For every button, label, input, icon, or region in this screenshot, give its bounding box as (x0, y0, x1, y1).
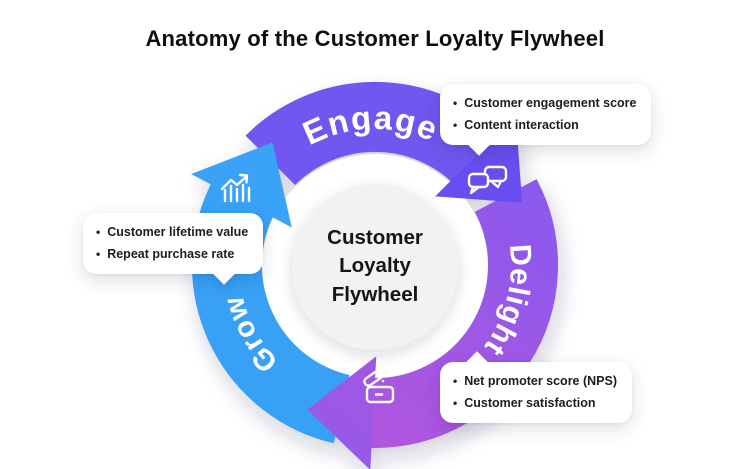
hub-label: Customer Loyalty Flywheel (295, 224, 455, 309)
bullet-icon: • (453, 374, 458, 388)
chart-increase-icon (220, 173, 251, 203)
bullet-icon: • (453, 118, 458, 132)
bullet-icon: • (453, 396, 458, 410)
callout-item-text: Customer lifetime value (107, 225, 249, 239)
callout-item-text: Customer satisfaction (464, 396, 596, 410)
callout-item: • Customer engagement score (453, 92, 636, 114)
callout-grow-metrics: • Customer lifetime value • Repeat purch… (83, 213, 264, 285)
callout-item-text: Customer engagement score (464, 96, 637, 110)
callout-item-text: Net promoter score (NPS) (464, 374, 618, 388)
hub-label-line: Loyalty (339, 254, 411, 278)
callout-engage-metrics: • Customer engagement score • Content in… (440, 84, 652, 156)
callout-item: • Net promoter score (NPS) (453, 370, 617, 392)
callout-item-text: Repeat purchase rate (107, 247, 235, 261)
segment-delight-arc (365, 179, 559, 448)
bullet-icon: • (453, 96, 458, 110)
callout-item-text: Content interaction (464, 118, 579, 132)
chat-bubbles-icon (467, 165, 508, 195)
callout-delight-metrics: • Net promoter score (NPS) • Customer sa… (440, 351, 633, 423)
gift-box-sparkles-icon (363, 367, 397, 404)
callout-item: • Repeat purchase rate (96, 243, 248, 265)
page-title: Anatomy of the Customer Loyalty Flywheel (145, 26, 605, 51)
hub-label-line: Flywheel (331, 282, 419, 306)
callout-item: • Customer satisfaction (453, 392, 617, 414)
delight-arrowhead (307, 356, 377, 469)
grow-arrowhead (191, 142, 292, 228)
callout-item: • Customer lifetime value (96, 221, 248, 243)
bullet-icon: • (96, 247, 101, 261)
hub-circle (292, 184, 458, 350)
hub-label-line: Customer (327, 226, 423, 249)
callout-item: • Content interaction (453, 114, 636, 136)
bullet-icon: • (96, 225, 101, 239)
